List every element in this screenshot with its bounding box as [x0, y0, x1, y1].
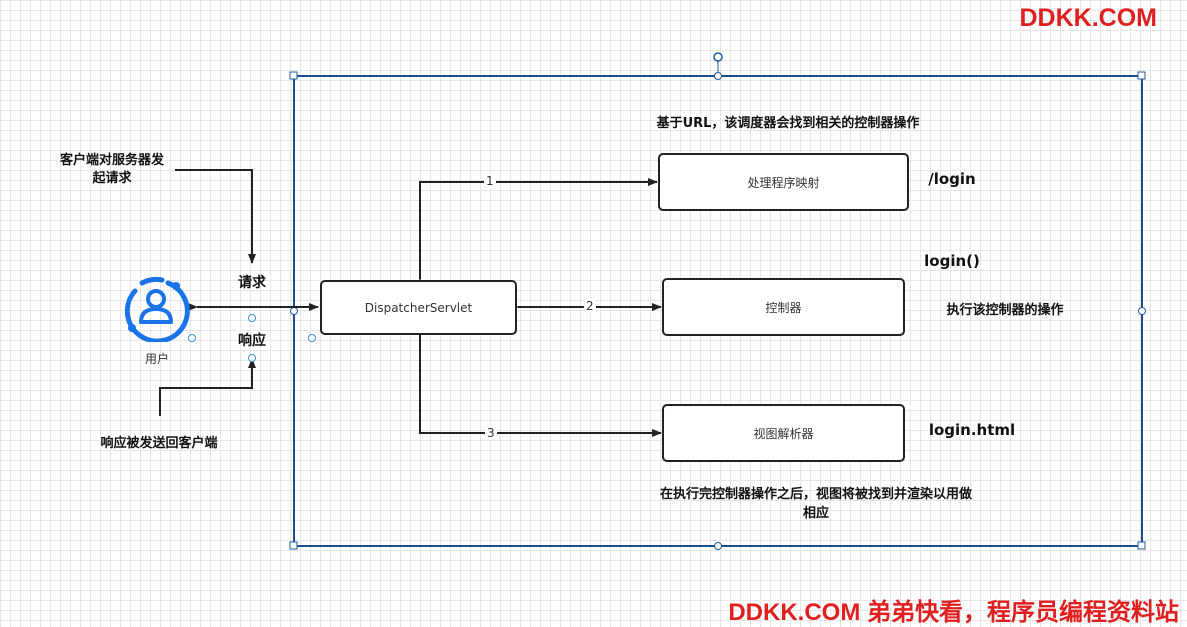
client-request-note[interactable]: 客户端对服务器发 起请求 [59, 153, 164, 186]
edge-label-2: 2 [584, 299, 596, 313]
dispatcher-find-note[interactable]: 基于URL，该调度器会找到相关的控制器操作 [656, 116, 920, 131]
response-sent-note[interactable]: 响应被发送回客户端 [100, 436, 218, 451]
edge-dispatcher-handler-mapping[interactable] [416, 178, 658, 288]
dispatcher-servlet-box[interactable]: DispatcherServlet [320, 280, 517, 335]
controller-box[interactable]: 控制器 [662, 278, 905, 336]
request-note-connector[interactable] [175, 169, 256, 264]
selection-handles[interactable] [289, 71, 1146, 550]
login-html-note[interactable]: login.html [928, 421, 1016, 439]
connection-points [188, 314, 316, 362]
response-note-connector[interactable] [159, 358, 256, 416]
handler-mapping-box[interactable]: 处理程序映射 [658, 153, 909, 211]
user-node[interactable] [118, 272, 194, 344]
user-label: 用户 [144, 352, 169, 366]
edge-label-1: 1 [484, 174, 496, 188]
rotate-handle[interactable] [713, 52, 723, 62]
request-label[interactable]: 请求 [238, 275, 266, 291]
login-path-note[interactable]: /login [928, 170, 976, 188]
view-render-note[interactable]: 在执行完控制器操作之后，视图将被找到并渲染以用做 相应 [659, 487, 972, 521]
handler-mapping-label: 处理程序映射 [747, 175, 820, 190]
dispatcher-servlet-label: DispatcherServlet [364, 300, 473, 315]
watermark-bottom: DDKK.COM 弟弟快看，程序员编程资料站 [728, 599, 1179, 626]
view-resolver-label: 视图解析器 [753, 426, 814, 441]
edge-dispatcher-view-resolver[interactable] [416, 326, 662, 437]
watermark-top: DDKK.COM [1019, 4, 1158, 32]
response-label[interactable]: 响应 [238, 333, 266, 349]
controller-label: 控制器 [765, 300, 802, 315]
user-circle-icon [124, 276, 190, 344]
login-method-note[interactable]: login() [924, 252, 980, 270]
execute-action-note[interactable]: 执行该控制器的操作 [946, 303, 1064, 318]
view-resolver-box[interactable]: 视图解析器 [662, 404, 905, 462]
edge-label-3: 3 [485, 426, 497, 440]
